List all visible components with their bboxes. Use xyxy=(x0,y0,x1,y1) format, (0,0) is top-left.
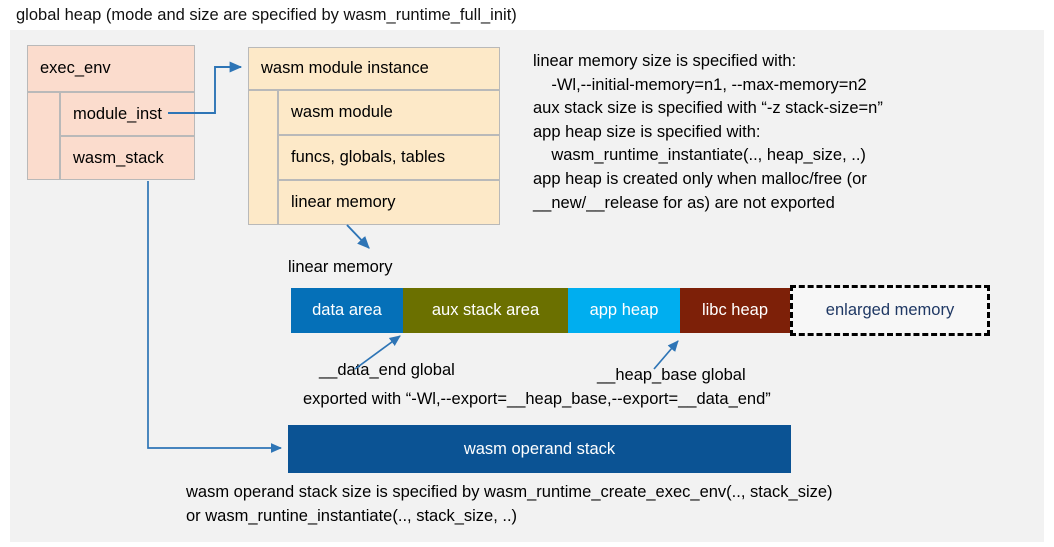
module-inst-label: module_inst xyxy=(73,104,162,123)
wasm-operand-stack-box: wasm operand stack xyxy=(288,425,791,473)
module-instance-gutter xyxy=(248,90,278,225)
memory-segment-aux-stack-area-label: aux stack area xyxy=(431,301,540,319)
configuration-notes: linear memory size is specified with: -W… xyxy=(533,52,883,212)
memory-segment-enlarged-memory-label: enlarged memory xyxy=(825,301,955,319)
page-title: global heap (mode and size are specified… xyxy=(16,6,517,24)
memory-segment-data-area-label: data area xyxy=(312,301,382,319)
funcs-globals-tables-label: funcs, globals, tables xyxy=(291,148,446,166)
memory-segment-libc-heap-label: libc heap xyxy=(701,301,769,319)
exec-env-header-label: exec_env xyxy=(40,59,111,77)
exec-env-gutter xyxy=(27,92,60,180)
wasm-stack-label: wasm_stack xyxy=(73,148,164,167)
memory-segment-aux-stack-area: aux stack area xyxy=(403,288,568,333)
module-instance-header: wasm module instance xyxy=(248,47,500,90)
operand-stack-note: wasm operand stack size is specified by … xyxy=(186,483,833,525)
exec-env-header: exec_env xyxy=(27,45,195,92)
wasm-operand-stack-label: wasm operand stack xyxy=(463,439,616,458)
memory-segment-libc-heap: libc heap xyxy=(680,288,790,333)
wasm-module-label: wasm module xyxy=(291,103,393,121)
module-instance-field-linear-memory: linear memory xyxy=(278,180,500,225)
memory-segment-app-heap-label: app heap xyxy=(589,301,659,319)
heap-base-annotation: __heap_base global xyxy=(597,366,746,384)
exec-env-field-module-inst: module_inst xyxy=(60,92,195,136)
memory-segment-app-heap: app heap xyxy=(568,288,680,333)
module-instance-header-label: wasm module instance xyxy=(261,59,429,77)
module-instance-field-funcs-globals-tables: funcs, globals, tables xyxy=(278,135,500,180)
exported-with-note: exported with “-Wl,--export=__heap_base,… xyxy=(303,390,771,408)
linear-memory-caption: linear memory xyxy=(288,258,393,276)
data-end-annotation: __data_end global xyxy=(319,361,455,379)
memory-segment-data-area: data area xyxy=(291,288,403,333)
linear-memory-field-label: linear memory xyxy=(291,193,396,211)
module-instance-field-wasm-module: wasm module xyxy=(278,90,500,135)
exec-env-field-wasm-stack: wasm_stack xyxy=(60,136,195,180)
memory-segment-enlarged-memory: enlarged memory xyxy=(790,285,990,336)
